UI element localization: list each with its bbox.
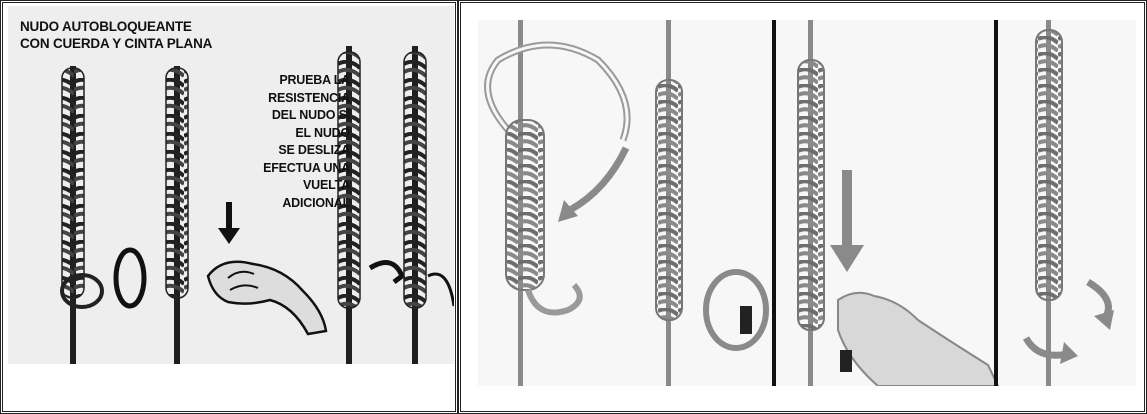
caption-line-5: SE DESLIZA: [220, 142, 350, 160]
rope-step-4: [1036, 20, 1062, 386]
caption-line-1: PRUEBA LA: [220, 72, 350, 90]
caption-line-6: EFECTUA UNA: [220, 160, 350, 178]
diagram-title: NUDO AUTOBLOQUEANTE CON CUERDA Y CINTA P…: [20, 18, 212, 52]
rope-1: [62, 66, 102, 364]
title-line-1: NUDO AUTOBLOQUEANTE: [20, 18, 212, 35]
rope-step-2: [656, 20, 682, 386]
rope-step-3: [798, 20, 824, 386]
caption-line-4: EL NUDO: [220, 125, 350, 143]
title-line-2: CON CUERDA Y CINTA PLANA: [20, 35, 212, 52]
caption-line-2: RESISTENCIA: [220, 90, 350, 108]
down-arrow-grey: [830, 170, 864, 272]
right-illustration-panel: [478, 20, 1136, 386]
hand-drawing: [208, 262, 326, 334]
carabiner-2: [706, 272, 766, 348]
curved-arrow-left: [558, 148, 626, 222]
rope-step-1: [488, 20, 628, 386]
left-illustration-panel: NUDO AUTOBLOQUEANTE CON CUERDA Y CINTA P…: [8, 6, 454, 364]
instruction-caption: PRUEBA LA RESISTENCIA DEL NUDO SI EL NUD…: [220, 72, 350, 212]
hand-drawing-2: [838, 293, 998, 386]
caption-line-3: DEL NUDO SI: [220, 107, 350, 125]
caption-line-7: VUELTA: [220, 177, 350, 195]
rope-4: [404, 46, 454, 364]
rope-2: [166, 66, 188, 364]
step-divider-1: [772, 20, 776, 386]
step-divider-2: [994, 20, 998, 386]
carabiner-1: [116, 250, 144, 306]
right-illustration: [478, 20, 1136, 386]
caption-line-8: ADICIONAL: [220, 195, 350, 213]
